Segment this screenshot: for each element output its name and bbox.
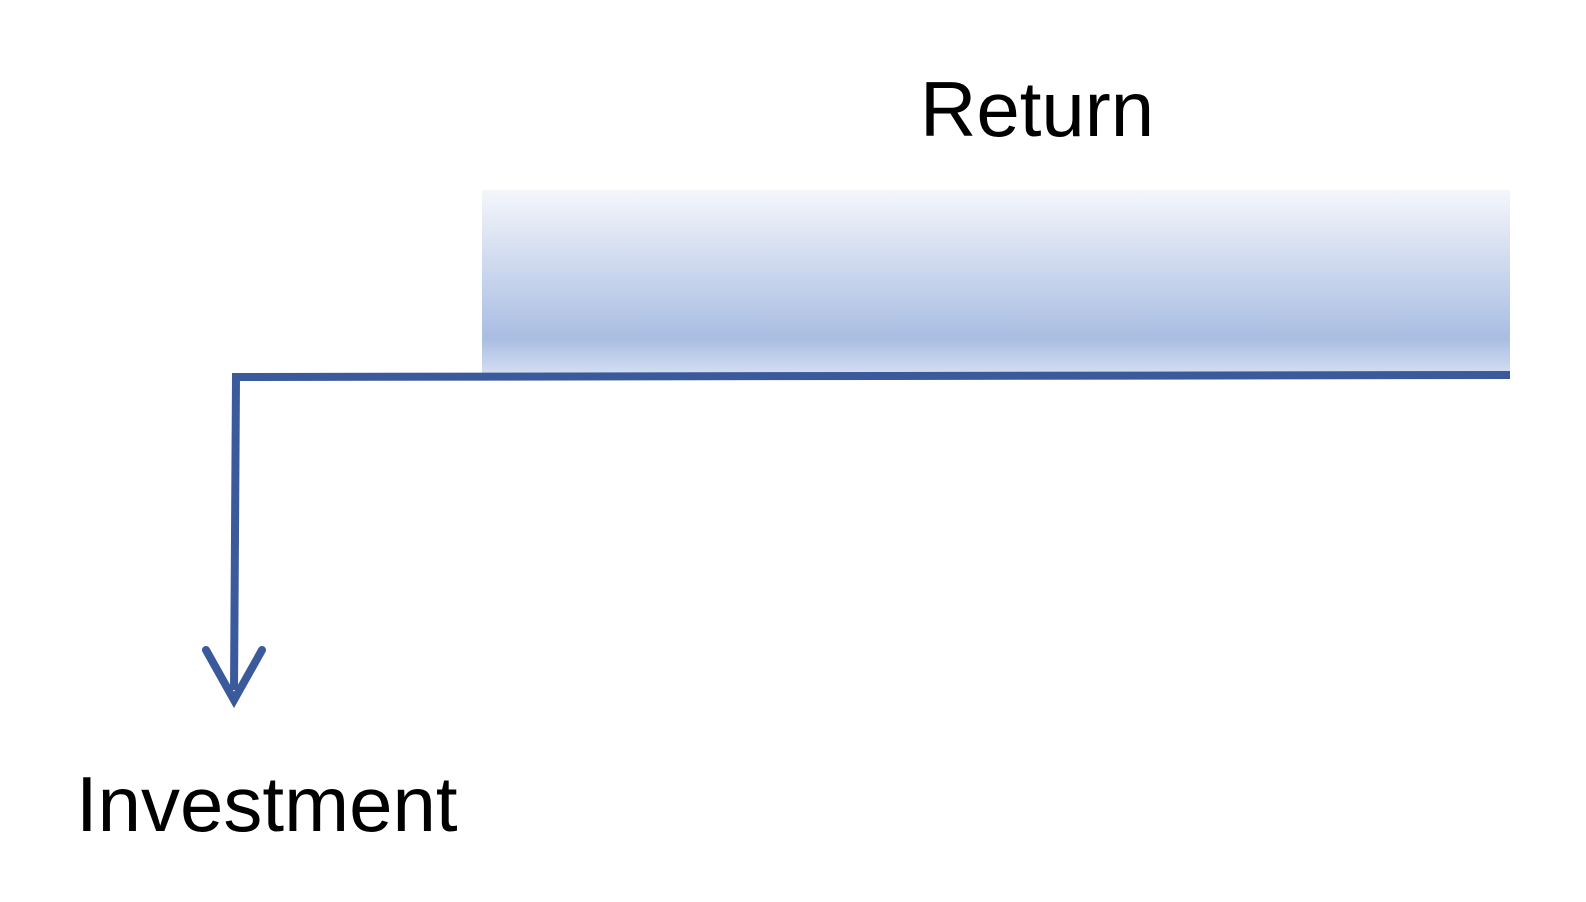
return-band	[482, 190, 1510, 376]
timeline-line	[230, 371, 1511, 691]
arrow-down-icon	[202, 646, 266, 709]
return-label: Return	[920, 65, 1155, 153]
investment-label: Investment	[76, 760, 458, 848]
